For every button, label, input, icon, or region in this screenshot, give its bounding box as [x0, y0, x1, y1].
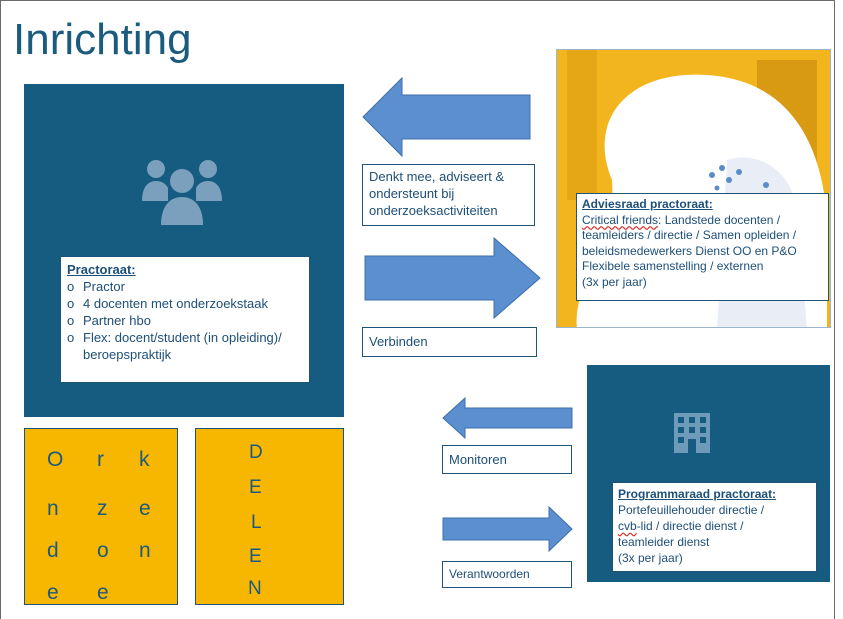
onderzoeken-box: O n d e r z o e k e n — [24, 428, 178, 605]
programmaraad-line1: Portefeuillehouder directie / — [618, 503, 765, 517]
letter: e — [139, 497, 151, 520]
letter: O — [47, 448, 64, 471]
letter: L — [251, 512, 262, 533]
letter: k — [139, 448, 150, 471]
adviesraad-line2: Flexibele samenstelling / externen — [582, 259, 764, 273]
letter: n — [47, 497, 59, 520]
verbinden-label: Verbinden — [362, 327, 537, 357]
letter: N — [248, 578, 262, 599]
verantwoorden-label: Verantwoorden — [442, 561, 572, 588]
letter: o — [97, 539, 109, 562]
letter: e — [97, 581, 109, 604]
monitoren-label: Monitoren — [442, 445, 572, 474]
programmaraad-line4: (3x per jaar) — [618, 551, 683, 565]
practoraat-item-partner: Partner hbo — [67, 312, 303, 329]
advies-label: Denkt mee, adviseert & ondersteunt bij o… — [362, 164, 535, 226]
letter: z — [97, 497, 108, 520]
frame-line-right — [834, 0, 835, 619]
frame-line-left — [0, 0, 1, 619]
letter: e — [47, 581, 59, 604]
programmaraad-line3: teamleider dienst — [618, 535, 710, 549]
letter: E — [249, 477, 262, 498]
programmaraad-line2: cvb-lid / directie dienst / — [618, 519, 744, 533]
practoraat-list: Practor 4 docenten met onderzoekstaak Pa… — [67, 278, 303, 363]
arrow-right-verbinden — [364, 236, 541, 320]
practoraat-textbox: Practoraat: Practor 4 docenten met onder… — [60, 256, 310, 383]
programmaraad-textbox: Programmaraad practoraat: Portefeuilleho… — [612, 482, 817, 572]
letter: E — [249, 546, 262, 567]
adviesraad-line1: Critical friends: Landstede docenten / t… — [582, 212, 797, 258]
practoraat-heading: Practoraat: — [67, 262, 136, 277]
adviesraad-textbox: Adviesraad practoraat: Critical friends:… — [576, 193, 829, 301]
arrow-left-monitoren — [442, 396, 573, 440]
delen-box: D E L E N — [195, 428, 344, 605]
adviesraad-line3: (3x per jaar) — [582, 274, 647, 289]
practoraat-item-flex: Flex: docent/student (in opleiding)/ ber… — [67, 329, 303, 363]
letter: n — [139, 539, 151, 562]
arrow-left-advies — [362, 76, 531, 158]
frame-line-top — [0, 0, 835, 1]
critical-friends-text: Critical friends — [582, 212, 659, 227]
programmaraad-heading: Programmaraad practoraat: — [618, 487, 777, 501]
practoraat-item-docenten: 4 docenten met onderzoekstaak — [67, 295, 303, 312]
slide-title: Inrichting — [13, 15, 192, 64]
practoraat-item-practor: Practor — [67, 278, 303, 295]
letter: r — [97, 448, 104, 471]
building-icon — [674, 413, 710, 453]
people-group-icon — [142, 160, 222, 225]
letter: D — [249, 442, 263, 463]
letter: d — [47, 539, 59, 562]
cvb-text: cvb — [618, 519, 637, 533]
adviesraad-heading: Adviesraad practoraat: — [582, 197, 713, 211]
arrow-right-verantwoorden — [442, 506, 573, 552]
